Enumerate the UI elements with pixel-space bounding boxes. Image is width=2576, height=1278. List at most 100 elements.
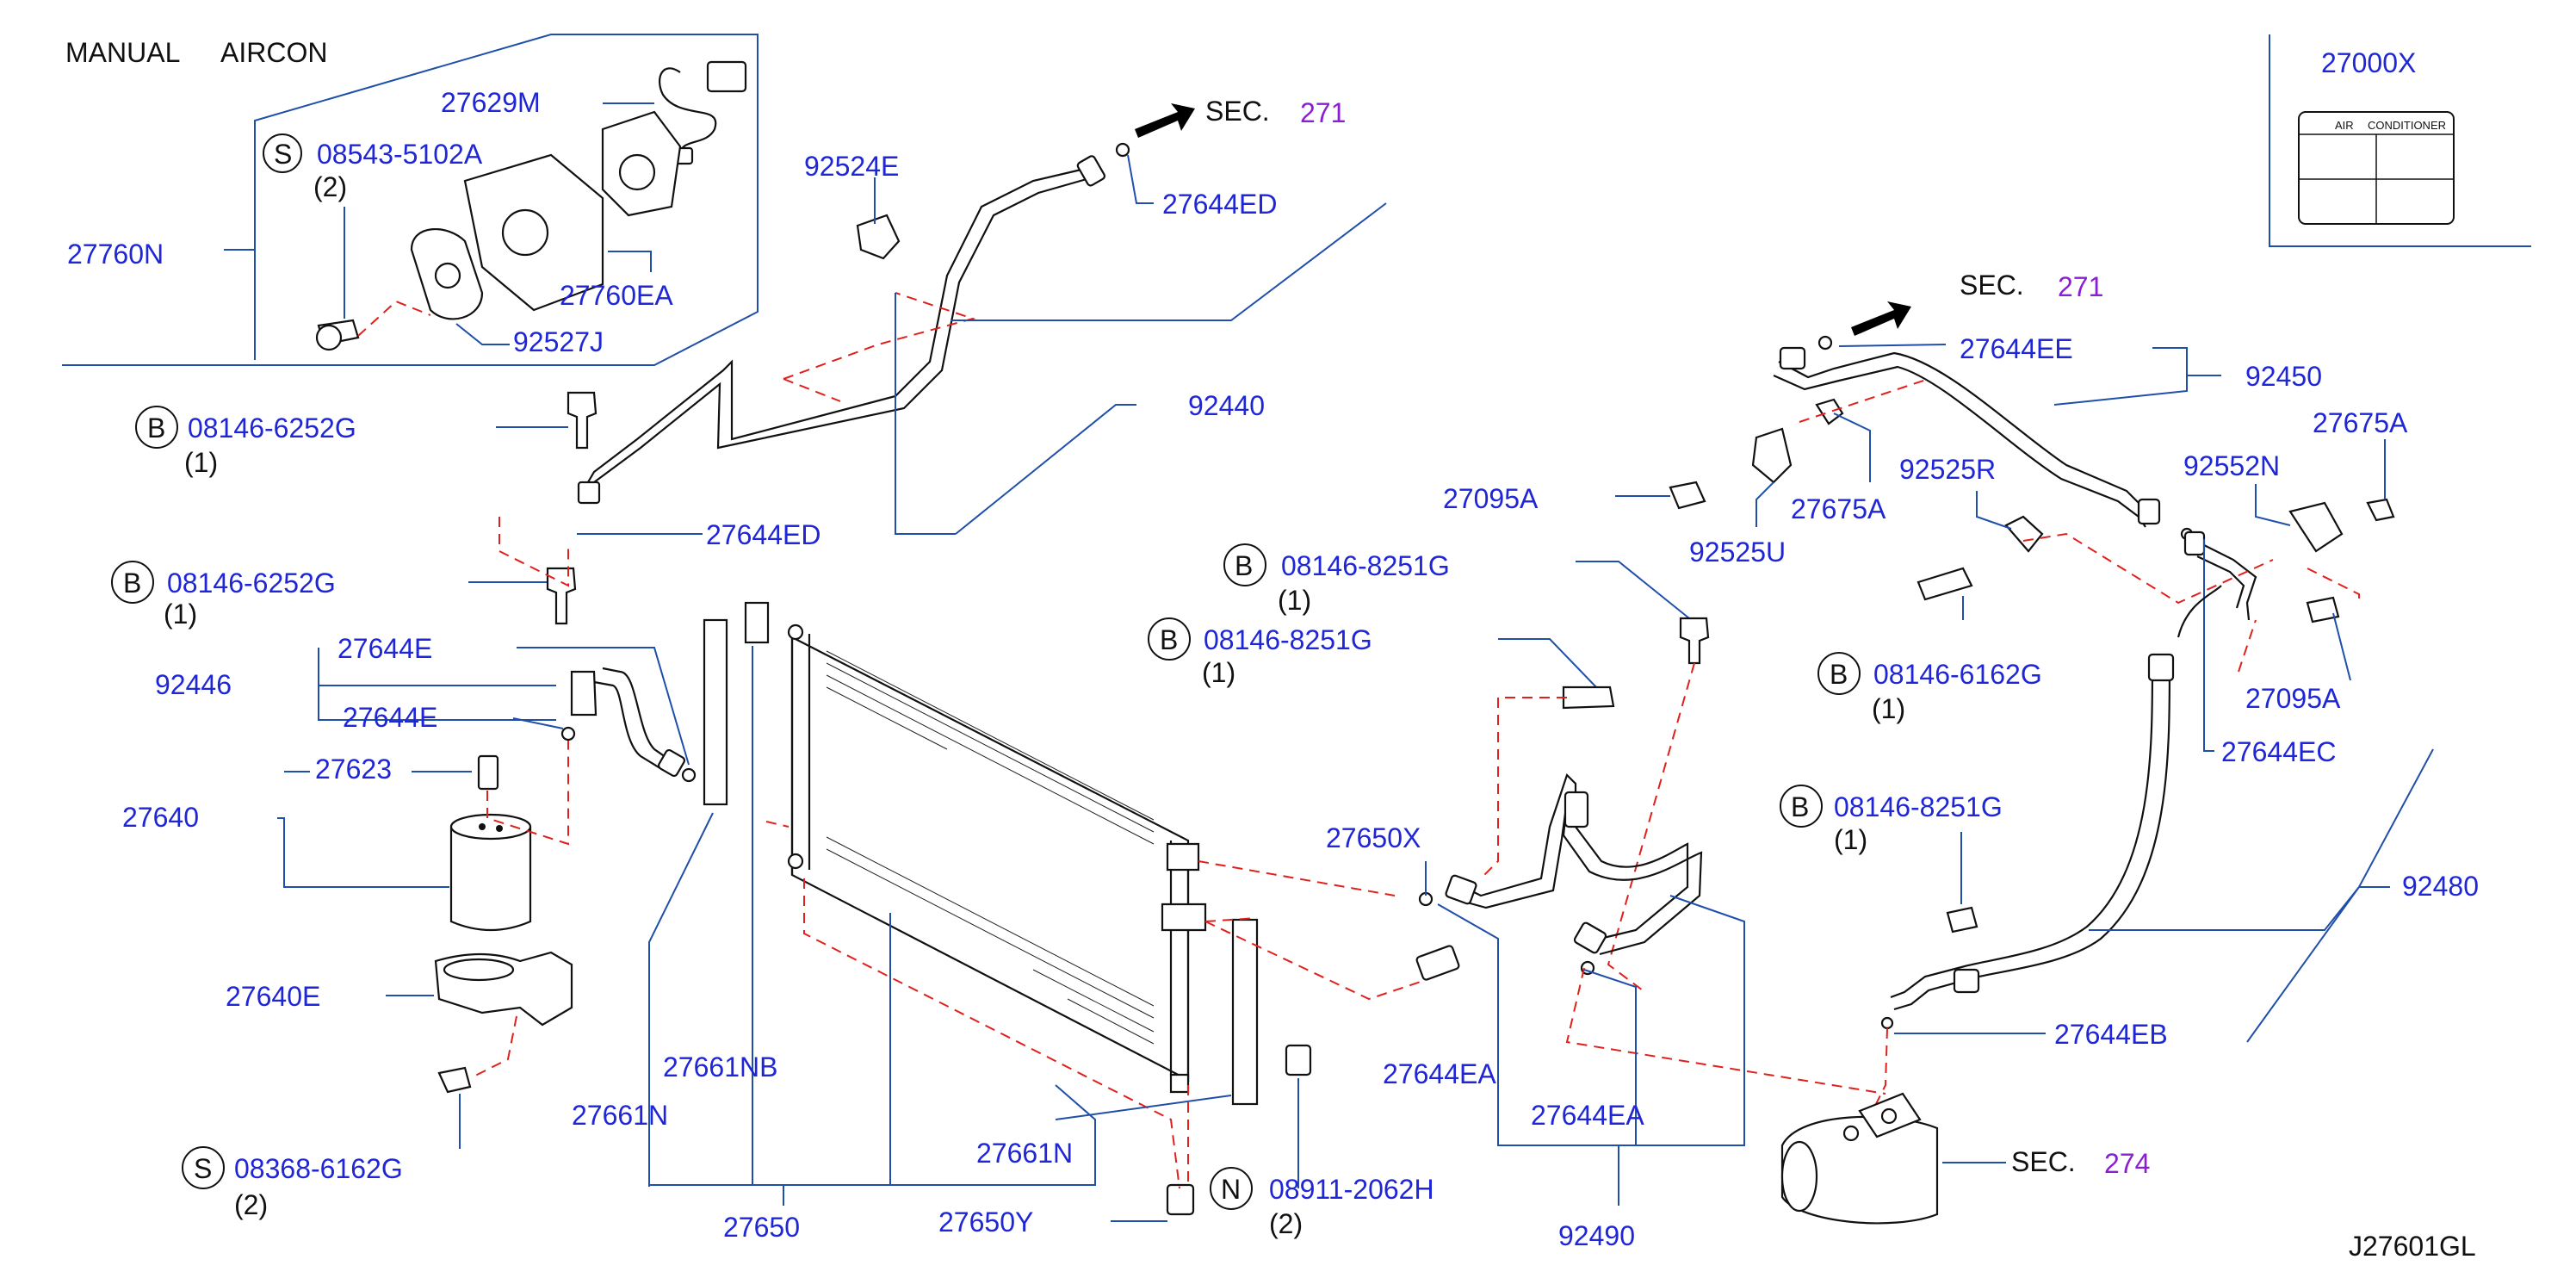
symbol-letter-b2: B xyxy=(123,568,141,599)
label-27644EB[interactable]: 27644EB xyxy=(2054,1019,2168,1050)
label-27675A-mid[interactable]: 27675A xyxy=(1791,493,1886,524)
label-92450[interactable]: 92450 xyxy=(2245,361,2322,392)
pipe-92480 xyxy=(1880,585,2222,1030)
clip-27675A xyxy=(1815,398,1844,425)
plate-text-conditioner: CONDITIONER xyxy=(2368,119,2446,132)
label-27644E-b[interactable]: 27644E xyxy=(343,702,437,733)
label-92480[interactable]: 92480 xyxy=(2402,871,2479,902)
bolt-b2: B 08146-6252G (1) xyxy=(111,561,577,630)
label-08146-8251G-a[interactable]: 08146-8251G xyxy=(1281,550,1450,581)
qty-08146-6162G: (1) xyxy=(1872,693,1905,724)
symbol-letter-b5: B xyxy=(1830,659,1848,690)
bolt-b6: B 08146-8251G (1) xyxy=(1780,785,2003,904)
label-27650Y[interactable]: 27650Y xyxy=(938,1207,1033,1238)
bolt-icon xyxy=(1679,617,1710,665)
label-27644EA-b[interactable]: 27644EA xyxy=(1531,1100,1644,1131)
label-27644E-a[interactable]: 27644E xyxy=(337,633,432,664)
bolt-b5: B 08146-6162G (1) xyxy=(1817,596,2042,724)
section-ref-271-top: SEC. 271 xyxy=(1135,96,1346,138)
label-08146-8251G-b[interactable]: 08146-8251G xyxy=(1204,624,1372,655)
pressure-sensor-harness xyxy=(659,60,747,165)
symbol-letter-b3: B xyxy=(1235,550,1253,581)
label-92490[interactable]: 92490 xyxy=(1558,1220,1635,1251)
sec-274[interactable]: 274 xyxy=(2104,1148,2150,1179)
bolt-icon xyxy=(437,1066,472,1094)
bolt-icon xyxy=(1946,906,1978,934)
section-ref-274: SEC. 274 xyxy=(1942,1146,2150,1179)
inset-title-manual: MANUAL xyxy=(65,37,180,68)
label-27640E[interactable]: 27640E xyxy=(226,981,320,1012)
label-92552N[interactable]: 92552N xyxy=(2183,450,2280,481)
bolt-icon xyxy=(2306,596,2340,623)
label-27644ED-top[interactable]: 27644ED xyxy=(1162,189,1277,220)
label-27095A-left[interactable]: 27095A xyxy=(1443,483,1539,514)
label-27661N-left[interactable]: 27661N xyxy=(572,1100,668,1131)
label-92440[interactable]: 92440 xyxy=(1188,390,1265,421)
connector-icon xyxy=(706,60,747,93)
bolt-s2: S 08368-6162G (2) xyxy=(182,1146,403,1220)
label-27644ED-mid[interactable]: 27644ED xyxy=(706,519,820,550)
o-ring-icon xyxy=(1115,142,1130,158)
side-seal-27661N-right xyxy=(1231,918,1259,1106)
label-27760EA[interactable]: 27760EA xyxy=(560,280,673,311)
clip-27675A-right xyxy=(2366,498,2395,522)
qty-08146-6252G-b: (1) xyxy=(164,599,197,630)
sec-word-a: SEC. xyxy=(1205,96,1270,127)
label-92524E[interactable]: 92524E xyxy=(804,151,899,182)
label-27095A-right[interactable]: 27095A xyxy=(2245,683,2341,714)
bracket-92552N xyxy=(2288,501,2344,553)
label-08146-6162G[interactable]: 08146-6162G xyxy=(1873,659,2042,690)
bracket-27640E xyxy=(434,951,573,1094)
sensor-bracket xyxy=(315,110,682,351)
sec-271-b[interactable]: 271 xyxy=(2058,271,2103,302)
symbol-letter-b6: B xyxy=(1791,791,1809,822)
diagram-id: J27601GL xyxy=(2349,1231,2476,1262)
qty-08146-8251G-b: (1) xyxy=(1202,657,1235,688)
qty-08368-6162G: (2) xyxy=(234,1189,268,1220)
pipe-92450 xyxy=(1669,335,2395,623)
symbol-letter-b1: B xyxy=(147,413,165,444)
plate-text-air: AIR xyxy=(2335,119,2354,132)
label-27623[interactable]: 27623 xyxy=(315,754,392,785)
bolt-b1: B 08146-6252G (1) xyxy=(135,391,598,478)
label-27629M[interactable]: 27629M xyxy=(441,87,541,118)
label-27644EA-a[interactable]: 27644EA xyxy=(1383,1058,1496,1089)
label-08146-6252G-b[interactable]: 08146-6252G xyxy=(167,568,336,599)
arrow-icon xyxy=(1851,301,1911,336)
label-27000X[interactable]: 27000X xyxy=(2321,47,2416,78)
label-27640[interactable]: 27640 xyxy=(122,802,199,833)
label-08368-6162G[interactable]: 08368-6162G xyxy=(234,1153,403,1184)
section-ref-271-right: SEC. 271 xyxy=(1851,270,2103,336)
side-seal-27661NB xyxy=(703,618,728,806)
condenser-fins xyxy=(826,650,1155,1045)
bolt-icon xyxy=(1917,567,1973,601)
bolt-icon xyxy=(1562,686,1615,710)
label-08543-5102A[interactable]: 08543-5102A xyxy=(317,139,483,170)
label-08911-2062H[interactable]: 08911-2062H xyxy=(1269,1174,1434,1205)
label-08146-8251G-c[interactable]: 08146-8251G xyxy=(1834,791,2003,822)
bolt-b3: B 08146-8251G (1) xyxy=(1223,543,1710,665)
label-92525U[interactable]: 92525U xyxy=(1689,537,1786,568)
bolt-b4: B 08146-8251G (1) xyxy=(1148,617,1615,710)
qty-08911-2062H: (2) xyxy=(1269,1208,1303,1239)
sec-271-a[interactable]: 271 xyxy=(1300,97,1346,128)
valve-27650X xyxy=(1415,945,1460,981)
label-27644EE[interactable]: 27644EE xyxy=(1960,333,2073,364)
symbol-letter-s: S xyxy=(274,139,292,170)
bolt-icon xyxy=(546,567,577,625)
label-27650X[interactable]: 27650X xyxy=(1326,822,1421,853)
label-27644EC[interactable]: 27644EC xyxy=(2221,736,2336,767)
label-08146-6252G-a[interactable]: 08146-6252G xyxy=(188,413,356,444)
clip-92525R xyxy=(2004,515,2044,553)
label-92527J[interactable]: 92527J xyxy=(513,326,604,357)
label-27650[interactable]: 27650 xyxy=(723,1212,800,1243)
label-27675A-right[interactable]: 27675A xyxy=(2313,407,2408,438)
symbol-letter-n: N xyxy=(1221,1174,1241,1205)
label-92525R[interactable]: 92525R xyxy=(1899,454,1996,485)
clip-92525U xyxy=(1751,427,1793,484)
label-27661NB[interactable]: 27661NB xyxy=(663,1052,777,1083)
label-27661N-right[interactable]: 27661N xyxy=(976,1138,1073,1169)
label-92446[interactable]: 92446 xyxy=(155,669,232,700)
label-27760N[interactable]: 27760N xyxy=(67,239,164,270)
qty-08543-5102A: (2) xyxy=(313,171,347,202)
